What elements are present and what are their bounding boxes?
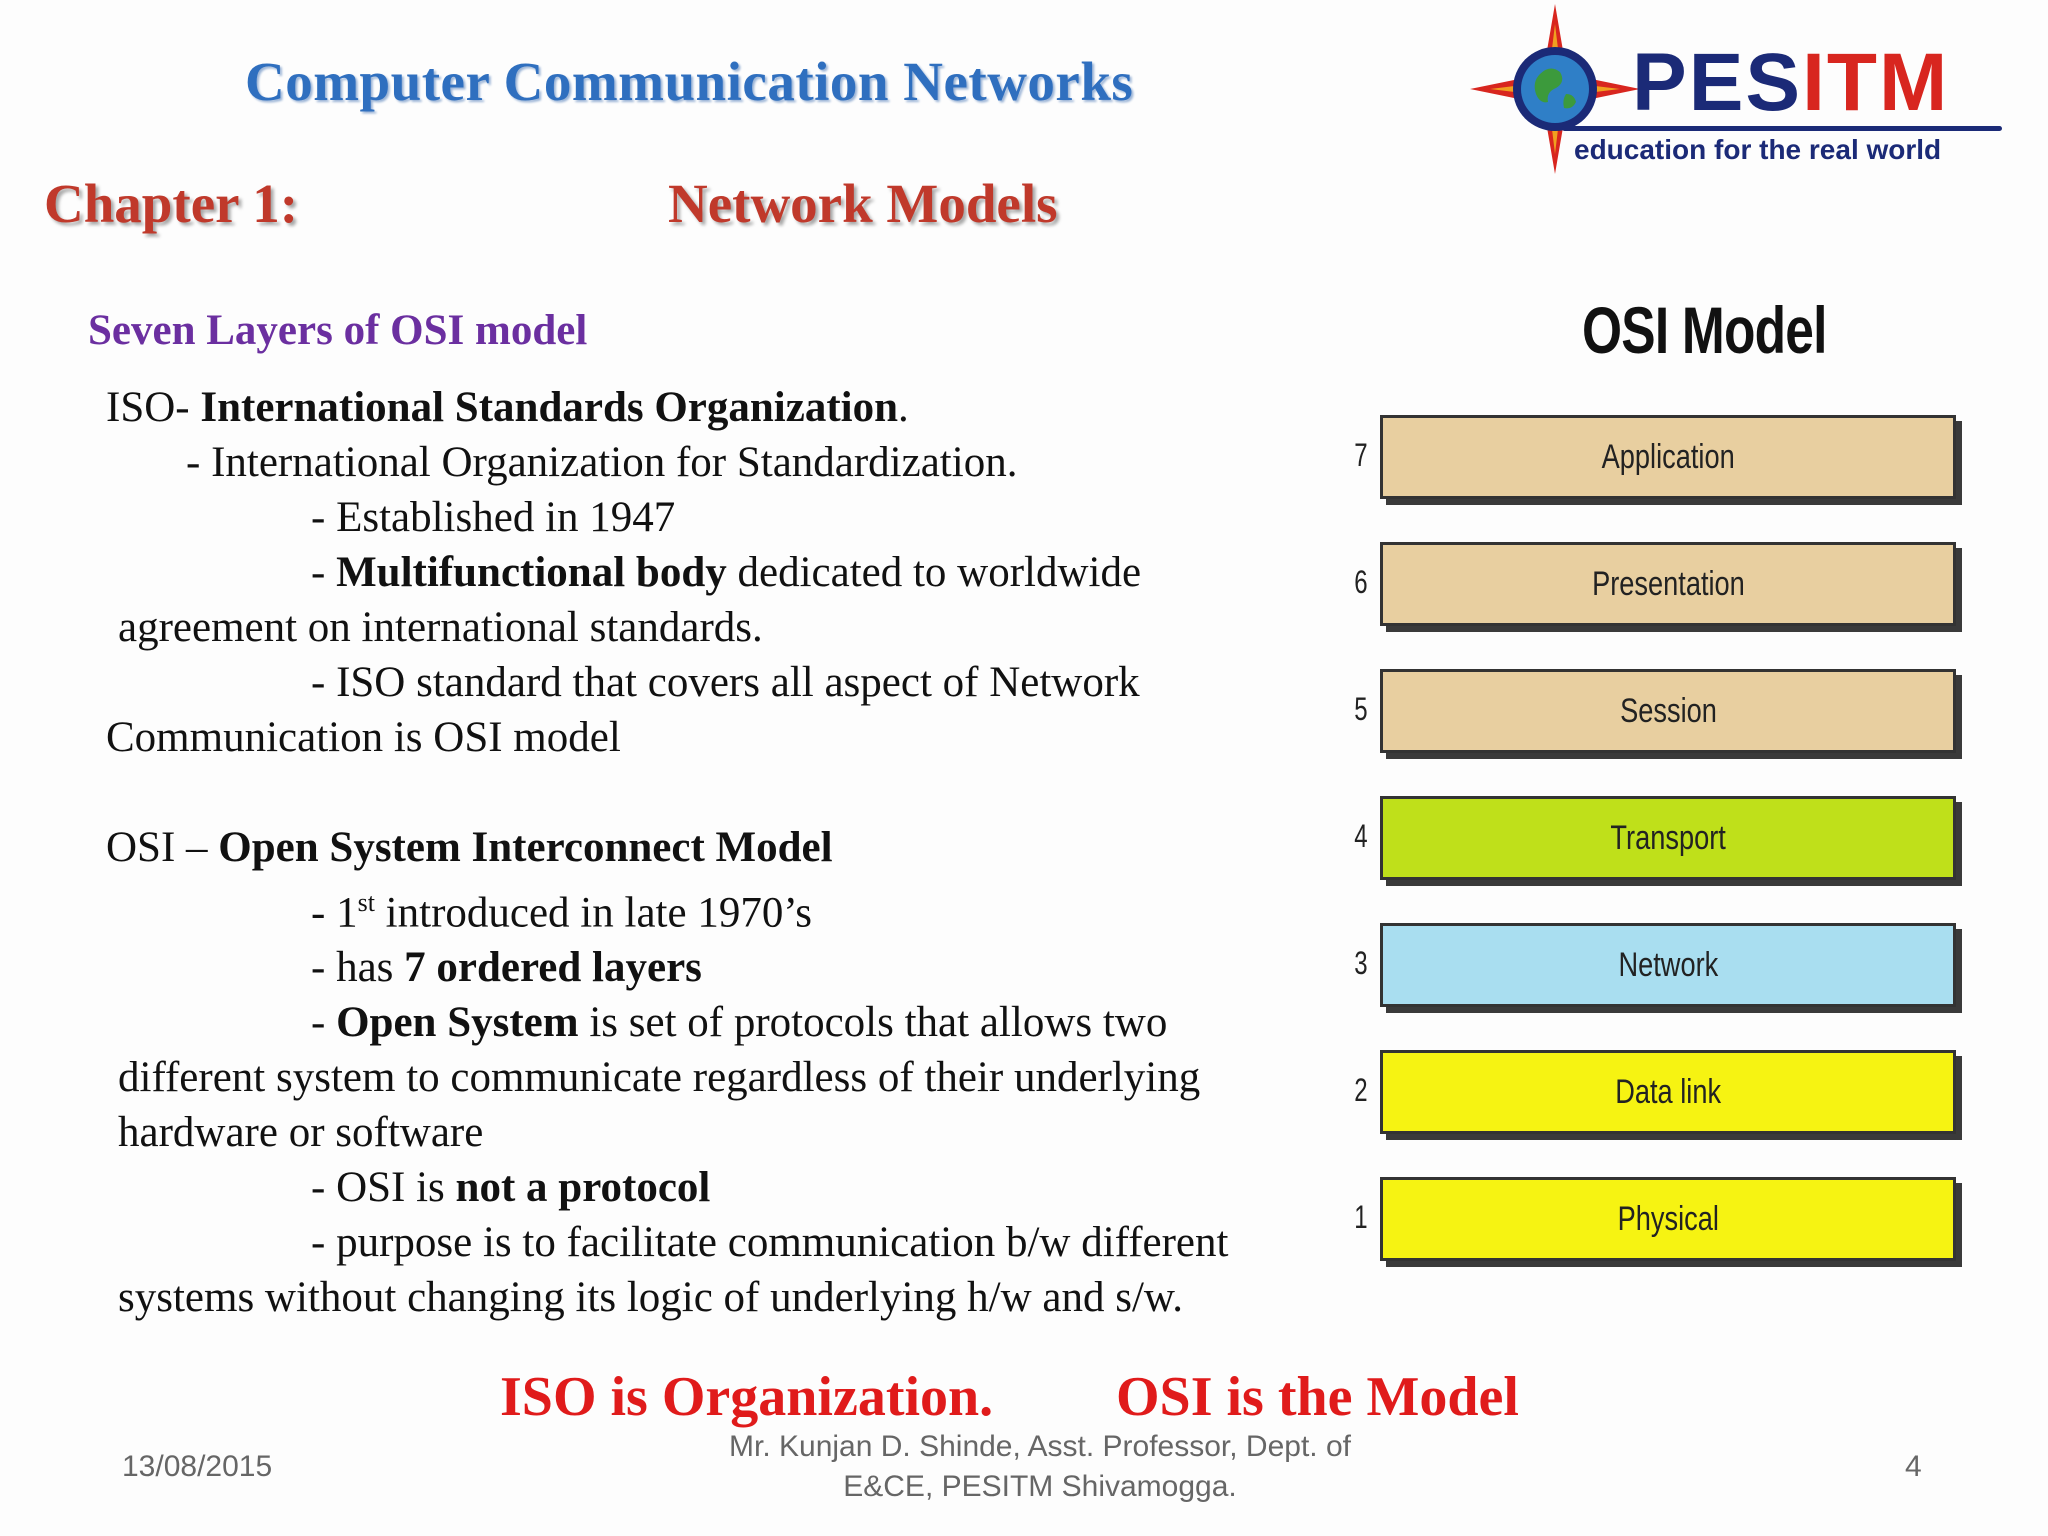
- osi-layer-label: Presentation: [1591, 564, 1745, 603]
- iso-statement: ISO is Organization.: [500, 1366, 994, 1428]
- osi-statement: OSI is the Model: [1116, 1366, 1519, 1428]
- section-title: Seven Layers of OSI model: [88, 307, 588, 354]
- logo-underline: [1562, 126, 2002, 131]
- chapter-label: Chapter 1:: [44, 173, 299, 234]
- slide-body: ISO- International Standards Organizatio…: [106, 380, 1336, 1325]
- body-line: hardware or software: [118, 1109, 484, 1157]
- osi-layer-presentation: Presentation: [1380, 542, 1956, 626]
- osi-layer-physical: Physical: [1380, 1177, 1956, 1261]
- osi-layer-number: 6: [1354, 564, 1368, 600]
- logo-wordmark: PESITM: [1632, 37, 1950, 128]
- osi-layer-network: Network: [1380, 923, 1956, 1007]
- osi-layer-label: Session: [1619, 691, 1717, 730]
- osi-layer-number: 3: [1354, 945, 1368, 981]
- body-line: different system to communicate regardle…: [118, 1054, 1201, 1102]
- body-line: - ISO standard that covers all aspect of…: [311, 659, 1140, 706]
- logo-tagline: education for the real world: [1574, 134, 1942, 165]
- page-number: 4: [1905, 1450, 1922, 1483]
- slide-date: 13/08/2015: [122, 1450, 273, 1483]
- osi-layer-session: Session: [1380, 669, 1956, 753]
- osi-layer-label: Data link: [1615, 1072, 1721, 1111]
- body-line: agreement on international standards.: [118, 604, 763, 651]
- osi-layer-transport: Transport: [1380, 796, 1956, 880]
- osi-layer-label: Application: [1601, 437, 1735, 476]
- osi-layer-number: 5: [1354, 691, 1368, 727]
- body-line: - purpose is to facilitate communication…: [311, 1219, 1229, 1267]
- slide-author: Mr. Kunjan D. Shinde, Asst. Professor, D…: [729, 1430, 1351, 1503]
- osi-layer-label: Network: [1618, 945, 1718, 984]
- osi-layer-number: 2: [1354, 1072, 1368, 1108]
- osi-layer-number: 7: [1354, 437, 1368, 473]
- body-line: ISO- International Standards Organizatio…: [106, 384, 909, 431]
- compass-globe-icon: [1470, 4, 1640, 174]
- body-line: - OSI is not a protocol: [311, 1164, 711, 1212]
- body-line: - Established in 1947: [311, 494, 676, 541]
- osi-layer-label: Transport: [1610, 818, 1726, 857]
- body-line: - International Organization for Standar…: [186, 439, 1018, 486]
- osi-layer-application: Application: [1380, 415, 1956, 499]
- course-title: Computer Communication Networks: [245, 51, 1134, 112]
- body-line: - Open System is set of protocols that a…: [311, 999, 1168, 1047]
- osi-layer-number: 4: [1354, 818, 1368, 854]
- pesitm-logo: PESITM education for the real world: [1470, 4, 2030, 174]
- body-line: - 1st introduced in late 1970’s: [311, 888, 812, 937]
- body-line: Communication is OSI model: [106, 714, 621, 761]
- body-line: - has 7 ordered layers: [311, 944, 702, 992]
- body-line: - Multifunctional body dedicated to worl…: [311, 549, 1142, 596]
- osi-layer-data-link: Data link: [1380, 1050, 1956, 1134]
- osi-layer-label: Physical: [1617, 1199, 1719, 1238]
- body-line: systems without changing its logic of un…: [118, 1274, 1183, 1322]
- spacer: [106, 765, 1336, 820]
- osi-model-title: OSI Model: [1582, 293, 1827, 367]
- body-line: OSI – Open System Interconnect Model: [106, 824, 833, 871]
- chapter-topic: Network Models: [668, 173, 1058, 234]
- osi-layer-number: 1: [1354, 1199, 1368, 1235]
